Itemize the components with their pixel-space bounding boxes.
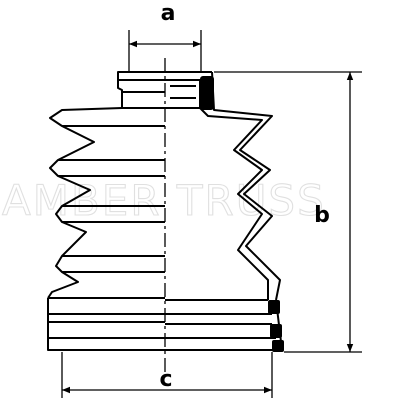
boot-exterior-half bbox=[47, 71, 165, 351]
dim-b-label: b bbox=[314, 203, 330, 228]
dim-c-label: c bbox=[159, 367, 172, 392]
dimension-a bbox=[128, 30, 202, 72]
seal-beads bbox=[200, 76, 284, 352]
dimension-b bbox=[214, 71, 362, 353]
dim-a-label: a bbox=[161, 1, 176, 26]
watermark-logo: AMBER TRUSS bbox=[2, 176, 326, 225]
dimension-c bbox=[61, 352, 273, 398]
